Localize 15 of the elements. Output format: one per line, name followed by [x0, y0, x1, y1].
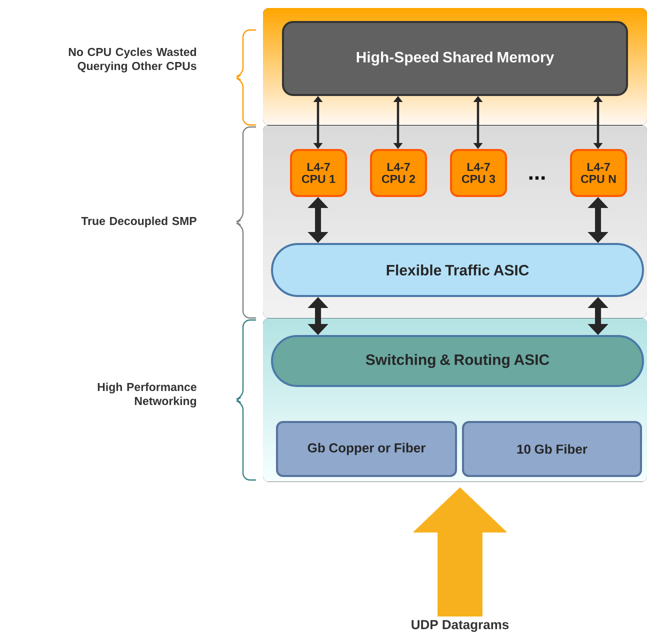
brace-label: No CPU Cycles Wasted Querying Other CPUs: [68, 48, 196, 72]
memory-box: High-Speed Shared Memory: [282, 21, 628, 96]
asic-box: Switching & Routing ASIC: [271, 335, 644, 387]
brace-label: High Performance Networking: [98, 382, 196, 408]
port-box: Gb Copper or Fiber: [276, 421, 457, 477]
cpu-box: L4-7 CPU N: [570, 149, 627, 197]
caption-text: UDP Datagrams: [412, 620, 509, 632]
block-arrow: [414, 488, 506, 616]
brace-label: True Decoupled SMP: [81, 216, 196, 228]
cpu-box: L4-7 CPU 2: [370, 149, 427, 197]
asic-box: Flexible Traffic ASIC: [271, 243, 644, 297]
cpu-box: L4-7 CPU 3: [450, 149, 507, 197]
cpu-box: L4-7 CPU 1: [290, 149, 347, 197]
port-box: 10 Gb Fiber: [462, 421, 642, 477]
ellipsis: ...: [529, 176, 545, 180]
